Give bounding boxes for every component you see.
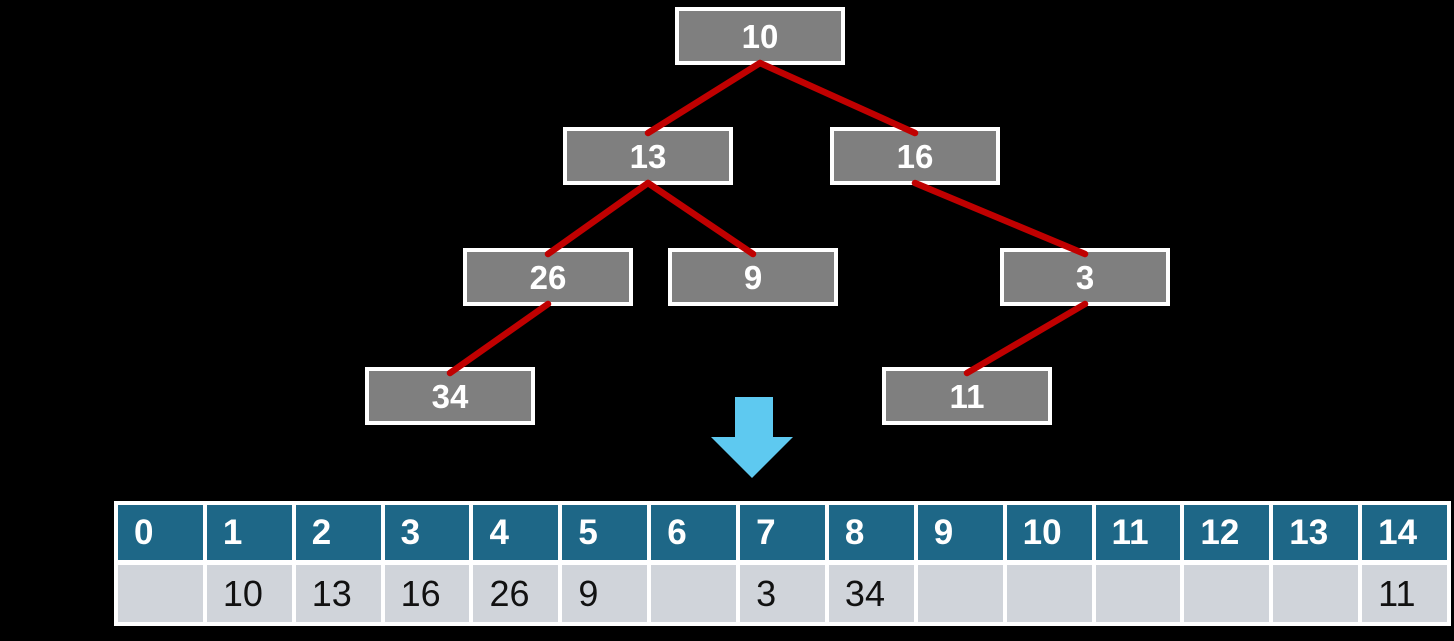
value-cell-14: 11 bbox=[1362, 565, 1447, 622]
value-cell-13 bbox=[1273, 565, 1359, 622]
value-cell-5: 9 bbox=[562, 565, 648, 622]
value-cell-7: 3 bbox=[740, 565, 825, 622]
tree-node-label: 10 bbox=[741, 17, 779, 55]
tree-node-11: 11 bbox=[882, 367, 1052, 425]
value-cell-12 bbox=[1184, 565, 1270, 622]
index-cell-12: 12 bbox=[1184, 505, 1270, 560]
value-cell-9 bbox=[917, 565, 1003, 622]
value-cell-3: 16 bbox=[384, 565, 470, 622]
index-cell-5: 5 bbox=[562, 505, 648, 560]
value-cell-0 bbox=[118, 565, 203, 622]
tree-node-label: 13 bbox=[629, 137, 667, 175]
tree-node-label: 9 bbox=[743, 258, 763, 296]
tree-node-3: 3 bbox=[1000, 248, 1170, 306]
value-cell-10 bbox=[1006, 565, 1092, 622]
tree-node-label: 16 bbox=[896, 137, 934, 175]
tree-node-9: 9 bbox=[668, 248, 838, 306]
value-cell-4: 26 bbox=[473, 565, 559, 622]
value-cell-1: 10 bbox=[206, 565, 292, 622]
tree-node-label: 34 bbox=[431, 377, 469, 415]
index-cell-1: 1 bbox=[206, 505, 292, 560]
index-cell-11: 11 bbox=[1095, 505, 1181, 560]
value-cell-8: 34 bbox=[828, 565, 914, 622]
index-cell-3: 3 bbox=[384, 505, 470, 560]
index-cell-14: 14 bbox=[1362, 505, 1447, 560]
tree-node-26: 26 bbox=[463, 248, 633, 306]
index-cell-2: 2 bbox=[295, 505, 381, 560]
index-cell-9: 9 bbox=[917, 505, 1003, 560]
tree-node-10: 10 bbox=[675, 7, 845, 65]
tree-node-13: 13 bbox=[563, 127, 733, 185]
tree-node-label: 3 bbox=[1075, 258, 1095, 296]
value-cell-11 bbox=[1095, 565, 1181, 622]
index-cell-4: 4 bbox=[473, 505, 559, 560]
tree-node-label: 11 bbox=[949, 377, 985, 415]
index-cell-6: 6 bbox=[651, 505, 737, 560]
tree-node-16: 16 bbox=[830, 127, 1000, 185]
index-cell-0: 0 bbox=[118, 505, 203, 560]
index-cell-7: 7 bbox=[740, 505, 825, 560]
index-cell-8: 8 bbox=[828, 505, 914, 560]
value-cell-2: 13 bbox=[295, 565, 381, 622]
tree-node-label: 26 bbox=[529, 258, 567, 296]
value-cell-6 bbox=[651, 565, 737, 622]
tree-node-34: 34 bbox=[365, 367, 535, 425]
index-cell-13: 13 bbox=[1273, 505, 1359, 560]
index-cell-10: 10 bbox=[1006, 505, 1092, 560]
